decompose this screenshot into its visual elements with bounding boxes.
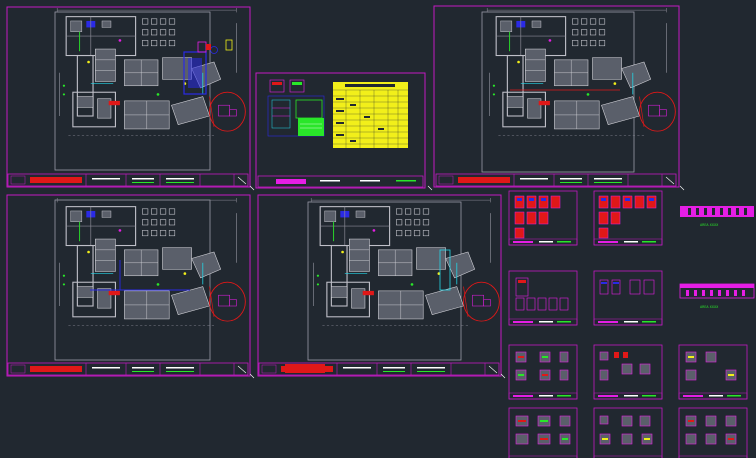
detail-sheet-1[interactable]: [508, 190, 578, 246]
elevation-2-label: AREA XXXX: [700, 305, 719, 309]
drawing-sheet-1[interactable]: [6, 6, 251, 188]
detail-sheet-2[interactable]: [593, 190, 663, 246]
detail-sheet-8[interactable]: [508, 407, 578, 458]
detail-sheet-5[interactable]: [508, 344, 578, 400]
drawing-sheet-3[interactable]: [433, 5, 680, 188]
detail-sheet-7[interactable]: [678, 344, 748, 400]
detail-sheet-3[interactable]: [508, 270, 578, 326]
detail-sheet-10[interactable]: [678, 407, 748, 458]
elevation-1-label: AREA XXXX: [700, 223, 719, 227]
drawing-sheet-2-legend[interactable]: [255, 72, 426, 189]
elevation-strip-1[interactable]: AREA XXXX: [680, 206, 754, 227]
drawing-sheet-4[interactable]: [6, 194, 251, 377]
drawing-sheet-5[interactable]: [257, 194, 502, 377]
viewport-corner-marks: [249, 185, 685, 379]
elevation-strip-2[interactable]: AREA XXXX: [679, 283, 755, 309]
detail-sheet-9[interactable]: [593, 407, 663, 458]
detail-sheet-4[interactable]: [593, 270, 663, 326]
detail-sheet-6[interactable]: [593, 344, 663, 400]
